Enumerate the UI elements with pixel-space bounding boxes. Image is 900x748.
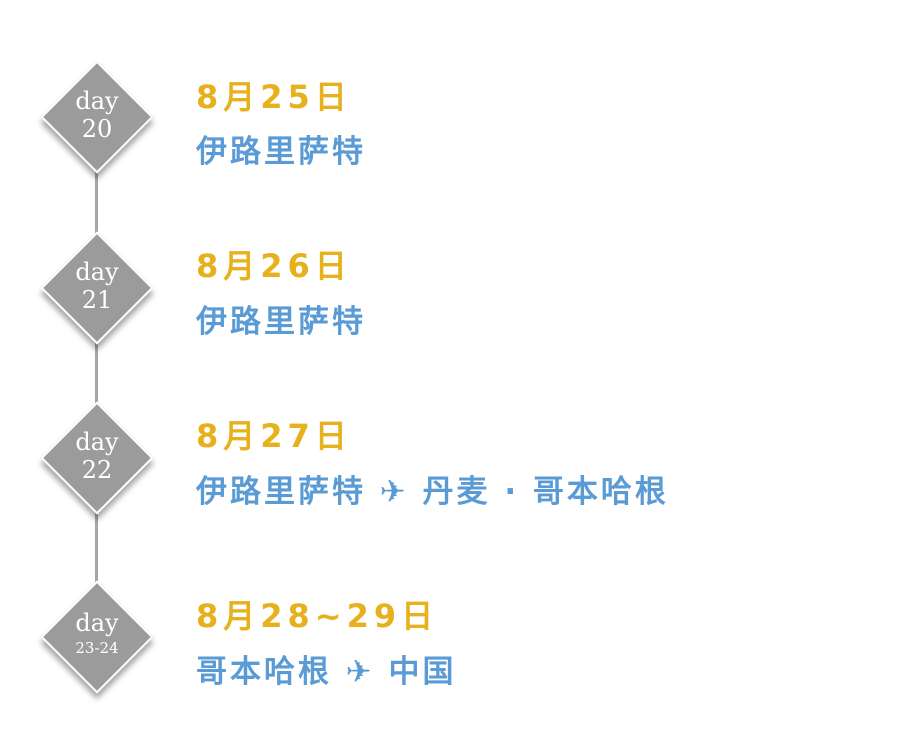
entry-date: 8月27日 bbox=[196, 417, 352, 455]
day-label: day bbox=[75, 609, 119, 637]
day-label: day bbox=[75, 87, 119, 115]
entry-date: 8月28~29日 bbox=[196, 597, 439, 635]
entry-date: 8月25日 bbox=[196, 78, 352, 116]
entry-place: 伊路里萨特 bbox=[196, 304, 366, 340]
day-label: day bbox=[75, 258, 119, 286]
day-number: 23-24 bbox=[75, 639, 119, 657]
timeline-connector bbox=[95, 117, 98, 637]
entry-place: 伊路里萨特 bbox=[196, 134, 366, 170]
day-badge: day 23-24 bbox=[42, 610, 152, 660]
day-badge: day 21 bbox=[42, 259, 152, 315]
entry-place: 哥本哈根 ✈ 中国 bbox=[196, 654, 457, 690]
day-badge: day 20 bbox=[42, 88, 152, 144]
day-label: day bbox=[75, 428, 119, 456]
day-number: 21 bbox=[81, 286, 113, 314]
day-badge: day 22 bbox=[42, 429, 152, 485]
entry-date: 8月26日 bbox=[196, 247, 352, 285]
entry-place: 伊路里萨特 ✈ 丹麦 · 哥本哈根 bbox=[196, 474, 669, 510]
day-number: 22 bbox=[81, 456, 113, 484]
day-number: 20 bbox=[81, 115, 113, 143]
